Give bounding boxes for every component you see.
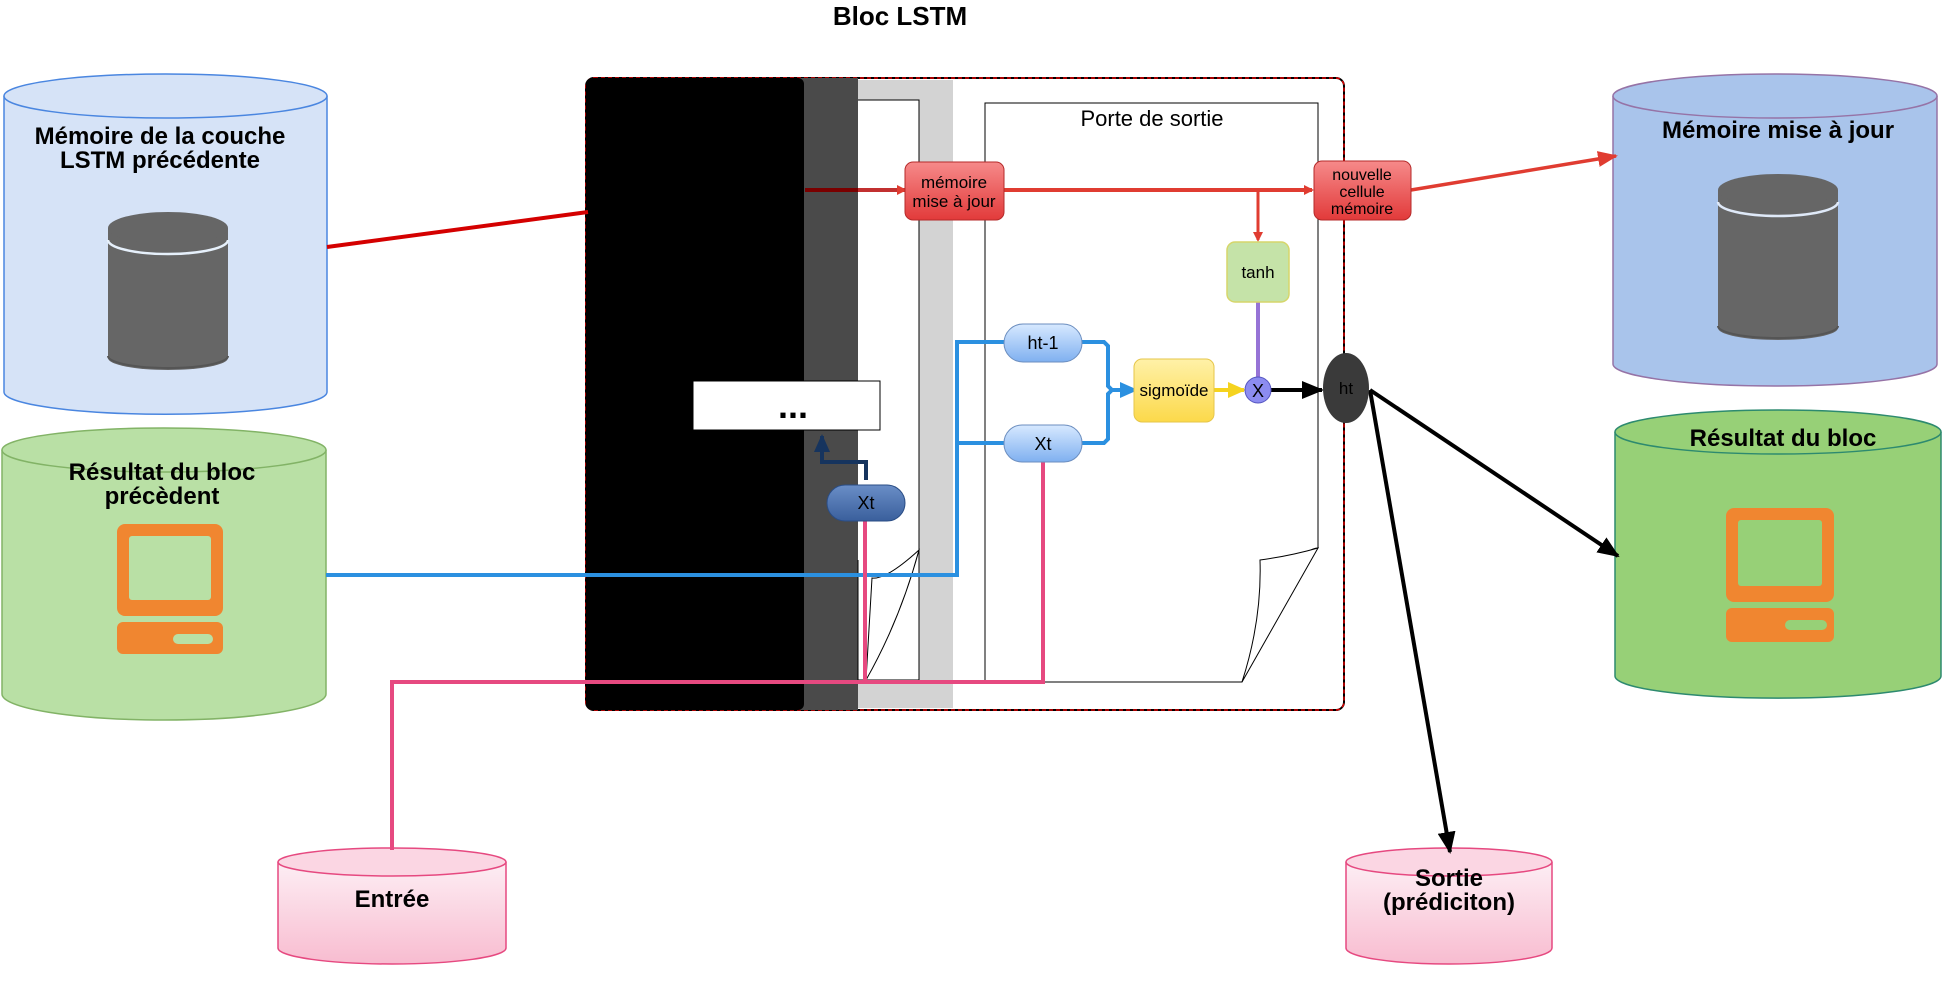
prev-result-label-line1: Résultat du bloc [69,459,256,486]
new-cell-label-line1: nouvelle [1332,167,1392,184]
xt-node: Xt [1003,424,1083,463]
updated-memory-label: Mémoire mise à jour [1662,117,1894,144]
ht-prev-label: ht-1 [1027,333,1058,353]
ht-prev-node: ht-1 [1003,323,1083,363]
xt-to-sigmoid [1082,388,1114,445]
entry-cylinder: Entrée [277,847,507,965]
ht-prev-to-sigmoid [1082,340,1138,398]
ht-node: ht [1323,353,1369,423]
multiply-label: X [1252,381,1264,401]
ellipsis-label: ... [778,385,808,426]
block-result-label: Résultat du bloc [1690,425,1877,452]
prediction-cylinder: Sortie (prédiciton) [1345,847,1553,965]
entry-label: Entrée [355,886,430,913]
prev-memory-connector [326,210,589,249]
ht-to-block-result [1368,388,1620,558]
computer-icon [1726,508,1834,642]
xt-back-node: Xt [826,484,906,522]
computer-icon [117,524,223,654]
sigmoid-label: sigmoïde [1140,381,1209,400]
ht-to-prediction [1368,389,1456,854]
memory-update-node: mémoire mise à jour [904,161,1005,221]
prev-memory-label-line1: Mémoire de la couche [35,123,286,150]
xt-label: Xt [1034,434,1051,454]
new-cell-label-line3: mémoire [1331,201,1393,218]
database-icon [106,212,230,370]
output-gate-title: Porte de sortie [1080,106,1223,131]
prev-memory-label-line2: LSTM précédente [60,147,260,174]
prev-result-connector [326,340,1004,577]
prediction-label-line2: (prédiciton) [1383,889,1515,916]
memory-update-label-line2: mise à jour [912,192,995,211]
database-icon [1716,174,1840,340]
xt-back-label: Xt [857,493,874,513]
sigmoid-node: sigmoïde [1133,358,1215,423]
updated-memory-connector [1410,151,1618,192]
tanh-node: tanh [1226,241,1290,303]
multiply-node: X [1244,376,1272,404]
memory-update-label-line1: mémoire [921,173,987,192]
prediction-label-line1: Sortie [1415,865,1483,892]
output-gate-page-curl [1241,547,1320,683]
ht-label: ht [1339,379,1353,398]
prev-result-label-line2: précèdent [105,483,220,510]
stacked-gate-connector [814,434,868,480]
ellipsis-box [692,380,881,431]
stacked-gate-curl [865,548,920,681]
diagram-title: Bloc LSTM [833,1,967,31]
tanh-label: tanh [1241,263,1274,282]
new-cell-label-line2: cellule [1339,184,1384,201]
new-cell-node: nouvelle cellule mémoire [1313,160,1412,221]
